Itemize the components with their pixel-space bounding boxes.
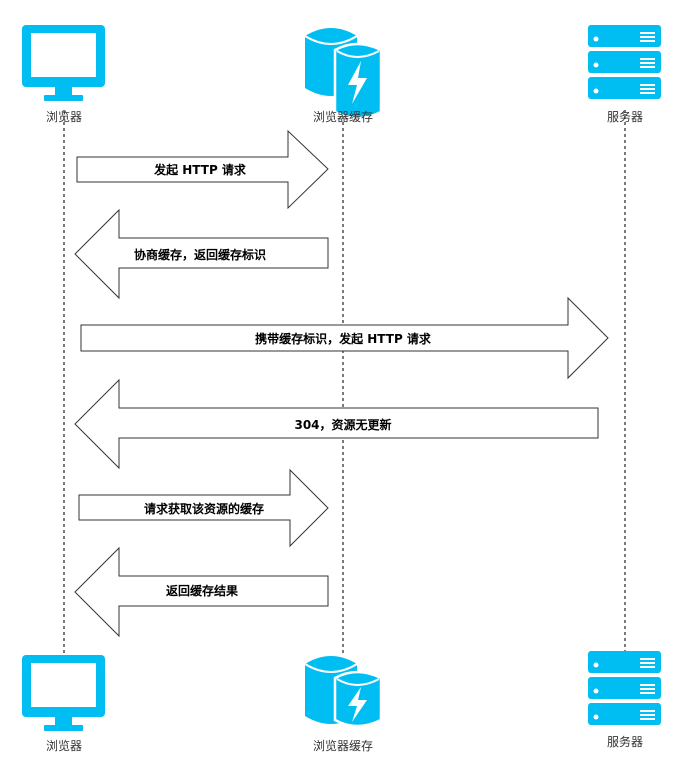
monitor-icon (22, 655, 105, 731)
message-arrow-6: 返回缓存结果 (74, 546, 329, 638)
monitor-icon (22, 25, 105, 101)
actor-label-browser-bottom: 浏览器 (46, 738, 82, 753)
message-label-2: 协商缓存，返回缓存标识 (134, 247, 266, 262)
message-label-5: 请求获取该资源的缓存 (144, 501, 264, 516)
database-lightning-icon (304, 28, 383, 120)
actor-label-server-top: 服务器 (607, 109, 643, 124)
message-label-4: 304，资源无更新 (294, 417, 391, 432)
message-arrow-5: 请求获取该资源的缓存 (78, 468, 329, 548)
message-arrow-1: 发起 HTTP 请求 (76, 129, 329, 210)
database-lightning-icon (304, 656, 383, 728)
actor-label-browser-top: 浏览器 (46, 109, 82, 124)
server-rack-icon (588, 25, 661, 99)
message-label-1: 发起 HTTP 请求 (153, 162, 247, 177)
server-rack-icon (588, 651, 661, 725)
message-arrow-2: 协商缓存，返回缓存标识 (74, 208, 329, 300)
actor-label-cache-bottom: 浏览器缓存 (313, 738, 373, 753)
message-label-3: 携带缓存标识，发起 HTTP 请求 (255, 331, 432, 346)
message-label-6: 返回缓存结果 (166, 583, 238, 598)
message-arrow-4: 304，资源无更新 (74, 378, 599, 470)
message-arrow-3: 携带缓存标识，发起 HTTP 请求 (80, 296, 609, 380)
actor-label-cache-top: 浏览器缓存 (313, 109, 373, 124)
actor-label-server-bottom: 服务器 (607, 734, 643, 749)
